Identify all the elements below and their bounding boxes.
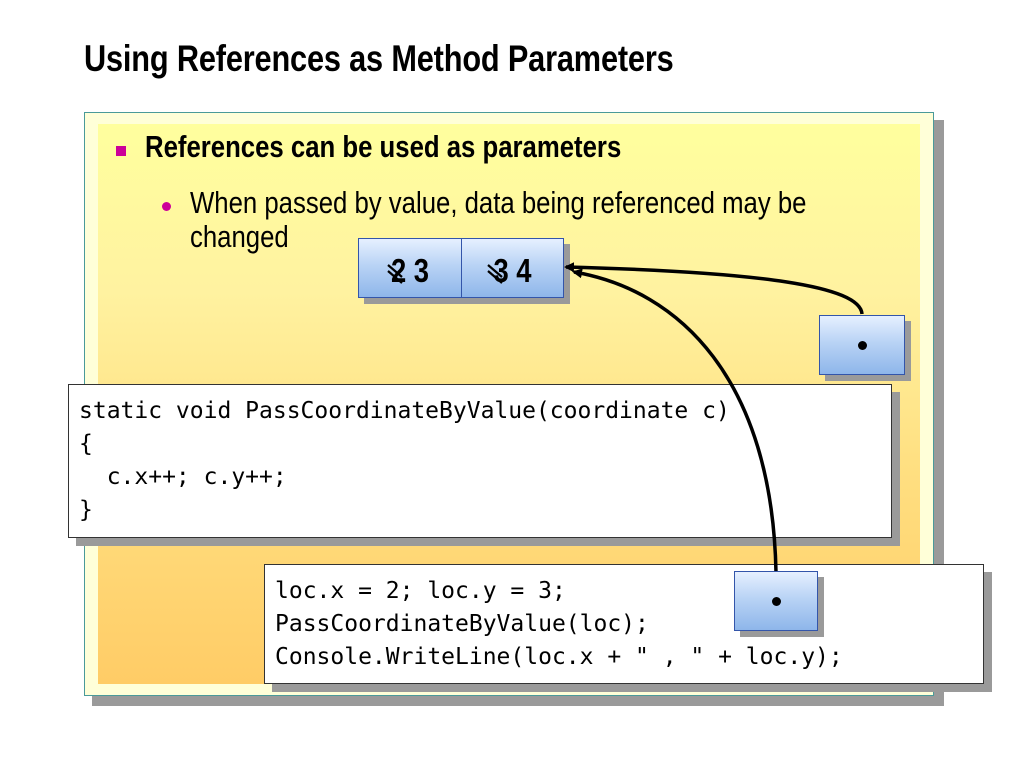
parameter-reference-box (819, 315, 905, 375)
caller-code-line: PassCoordinateByValue(loc); (275, 611, 649, 637)
reference-dot-icon (858, 341, 867, 350)
slide-title: Using References as Method Parameters (84, 38, 674, 79)
caller-code-line: Console.WriteLine(loc.x + " , " + loc.y)… (275, 644, 843, 670)
round-bullet-icon (162, 202, 171, 211)
reference-dot-icon (772, 597, 781, 606)
cell-x-values: 2 3 (368, 252, 453, 290)
memory-cell-x: 2 3 (358, 238, 462, 298)
bullet-level1-text: References can be used as parameters (145, 129, 622, 164)
memory-cell-y: 3 4 (461, 238, 564, 298)
local-reference-box (734, 571, 818, 631)
arrow-from-parameter (564, 262, 864, 315)
method-code-block: static void PassCoordinateByValue(coordi… (68, 384, 892, 538)
caller-code-line: loc.x = 2; loc.y = 3; (275, 578, 566, 604)
square-bullet-icon (116, 146, 126, 156)
caller-code-block: loc.x = 2; loc.y = 3; PassCoordinateByVa… (264, 564, 984, 684)
method-code-line: } (79, 497, 93, 523)
cell-y-new-value: 4 (516, 252, 532, 289)
bullet-level2-line2: changed (190, 219, 289, 254)
strikethrough-icon (387, 264, 403, 284)
arrow-from-local-variable (572, 268, 778, 573)
method-code-line: c.x++; c.y++; (79, 464, 287, 490)
method-code-line: static void PassCoordinateByValue(coordi… (79, 398, 730, 424)
strikethrough-icon (487, 264, 503, 284)
bullet-level2-text: When passed by value, data being referen… (190, 186, 806, 254)
method-code-line: { (79, 431, 93, 457)
cell-x-new-value: 3 (413, 252, 430, 289)
bullet-level2-line1: When passed by value, data being referen… (190, 185, 807, 220)
cell-x-old-value: 2 (390, 252, 407, 289)
